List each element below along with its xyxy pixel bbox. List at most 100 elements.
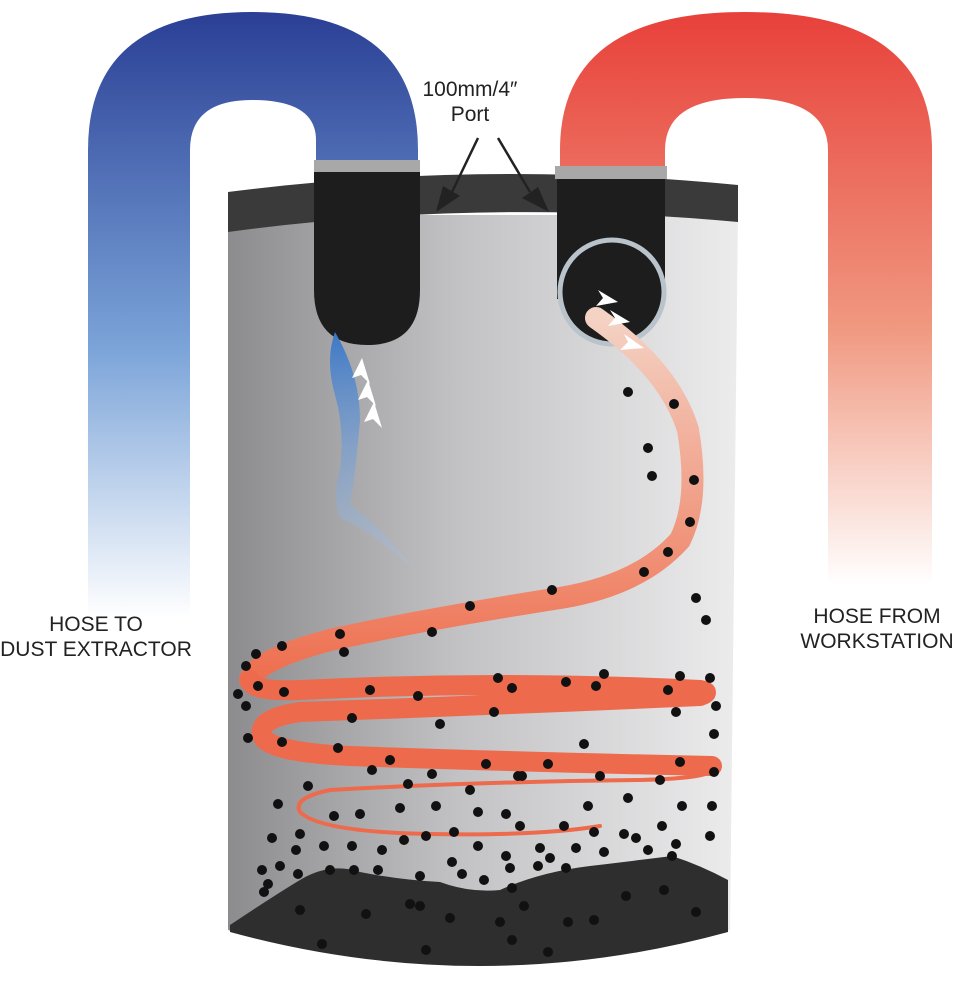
cyclone-flow-upper-loop	[240, 670, 722, 776]
dust-particle	[619, 829, 629, 839]
dust-particle	[415, 871, 425, 881]
dust-particle	[669, 399, 679, 409]
dust-particle	[435, 719, 445, 729]
dust-particle	[709, 729, 719, 739]
dust-particle	[273, 799, 283, 809]
dust-particles	[233, 387, 721, 957]
dust-particle	[599, 847, 609, 857]
dust-particle	[643, 443, 653, 453]
dust-particle	[501, 851, 511, 861]
dust-particle	[507, 683, 517, 693]
dust-particle	[295, 905, 305, 915]
dust-particle	[543, 947, 553, 957]
port-callout-line-left	[450, 137, 480, 193]
dust-particle	[671, 707, 681, 717]
dust-particle	[533, 861, 543, 871]
dust-particle	[647, 471, 657, 481]
dust-particle	[259, 887, 269, 897]
dust-particle	[317, 939, 327, 949]
dust-particle	[431, 801, 441, 811]
dust-particle	[473, 841, 483, 851]
dust-particle	[319, 841, 329, 851]
dust-particle	[543, 759, 553, 769]
chevron-arrow-icon	[608, 310, 630, 326]
dust-particle	[263, 879, 273, 889]
chevron-arrow-icon	[620, 334, 644, 350]
dust-particle	[643, 845, 653, 855]
dust-particle	[535, 843, 545, 853]
chevron-arrow-icon	[596, 290, 618, 306]
port-label: 100mm/4″ Port	[415, 77, 525, 127]
dust-particle	[295, 829, 305, 839]
cyclone-flow-inlet-band	[239, 307, 704, 691]
dust-particle	[667, 851, 677, 861]
dust-particle	[361, 909, 371, 919]
dust-particle	[449, 827, 459, 837]
dust-particle	[489, 707, 499, 717]
dust-particle	[685, 517, 695, 527]
dust-particle	[405, 899, 415, 909]
dust-particle	[657, 821, 667, 831]
dust-particle	[329, 811, 339, 821]
dust-particle	[507, 935, 517, 945]
dust-extractor-hose-label: HOSE TO DUST EXTRACTOR	[0, 612, 192, 662]
dust-particle	[639, 567, 649, 577]
dust-particle	[501, 809, 511, 819]
port-callout	[436, 137, 549, 212]
dust-particle	[253, 681, 263, 691]
dust-particle	[709, 767, 719, 777]
dust-particle	[413, 691, 423, 701]
dust-particle	[347, 713, 357, 723]
dust-particle	[447, 857, 457, 867]
dust-particle	[711, 701, 721, 711]
dust-particle	[335, 629, 345, 639]
workstation-hose-label: HOSE FROM WORKSTATION	[796, 604, 958, 654]
dust-particle	[663, 685, 673, 695]
dust-particle	[377, 845, 387, 855]
dust-particle	[339, 647, 349, 657]
dust-particle	[663, 547, 673, 557]
workstation-hose-label-line-2: WORKSTATION	[800, 630, 954, 653]
dust-particle	[493, 673, 503, 683]
dust-particle	[395, 803, 405, 813]
dust-particle	[705, 831, 715, 841]
dust-particle	[481, 759, 491, 769]
dust-particle	[631, 833, 641, 843]
dust-particle	[691, 593, 701, 603]
dust-particle	[583, 801, 593, 811]
dust-particle	[349, 865, 359, 875]
dust-particle	[365, 685, 375, 695]
dust-particle	[241, 701, 251, 711]
dust-particle	[421, 945, 431, 955]
dust-particle	[291, 845, 301, 855]
dust-particle	[385, 755, 395, 765]
outlet-port-collar	[314, 160, 420, 172]
dust-particle	[267, 833, 277, 843]
inlet-port-collar	[555, 166, 667, 179]
dust-particle	[677, 801, 687, 811]
dust-particle	[505, 863, 515, 873]
dust-particle	[595, 771, 605, 781]
dust-particle	[561, 677, 571, 687]
triangle-pointer-icon	[522, 187, 549, 212]
dust-particle	[479, 875, 489, 885]
chevron-arrow-icon	[358, 380, 376, 406]
dust-particle	[415, 901, 425, 911]
dust-particle	[689, 475, 699, 485]
dust-particle	[427, 769, 437, 779]
dust-particle	[241, 661, 251, 671]
dust-particle	[705, 673, 715, 683]
cyclone-flow	[239, 307, 722, 837]
dust-particle	[561, 863, 571, 873]
dust-particle	[591, 681, 601, 691]
dust-particle	[589, 827, 599, 837]
dust-particle	[445, 913, 455, 923]
dust-particle	[473, 807, 483, 817]
dust-particle	[293, 869, 303, 879]
dust-particle	[495, 917, 505, 927]
inlet-airflow-arrows	[596, 290, 644, 350]
dust-particle	[621, 891, 631, 901]
dust-particle	[701, 615, 711, 625]
dust-particle	[707, 801, 717, 811]
